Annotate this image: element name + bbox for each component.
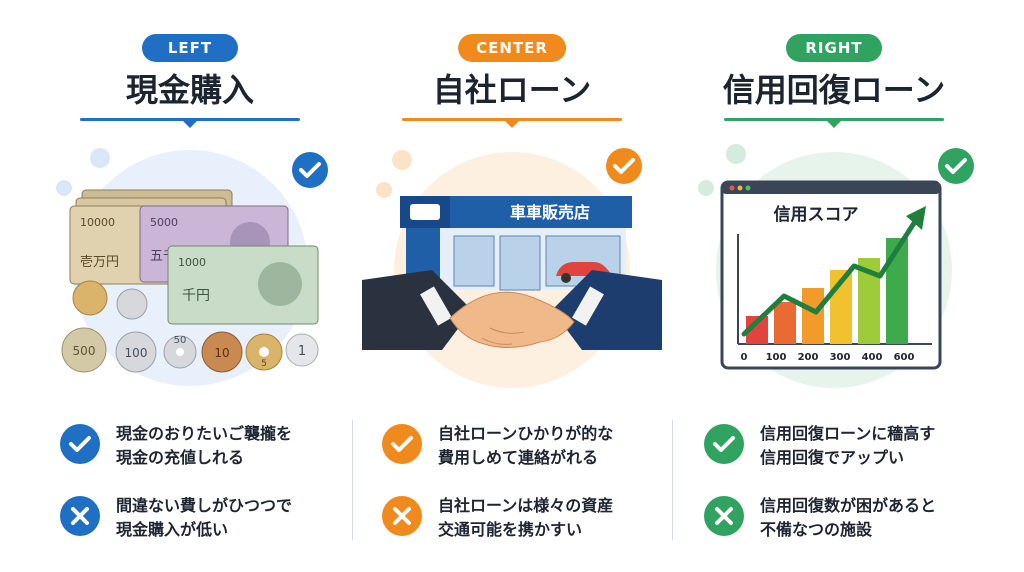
check-badge-icon [606, 148, 642, 184]
tag-left: LEFT [142, 34, 238, 62]
item-text: 自社ローンは様々の資産 交通可能を携かすい [438, 494, 658, 542]
list-item: 自社ローンひかりが的な 費用しめて連絡がれる [382, 418, 662, 482]
note-5000-value: 5000 [150, 216, 178, 229]
tag-right: RIGHT [786, 34, 882, 62]
item-line: 信用回復数が困があると [760, 496, 937, 515]
list-item: 現金のおりたいご襲攏を 現金の充値しれる [60, 418, 340, 482]
item-line: 現金購入が低い [116, 520, 229, 539]
check-icon [382, 424, 422, 464]
item-text: 現金のおりたいご襲攏を 現金の充値しれる [116, 422, 336, 470]
list-item: 間違ない費しがひつつで 現金購入が低い [60, 490, 340, 554]
note-1000-value: 1000 [178, 256, 206, 269]
pros-cons-right: 信用回復ローンに穡高す 信用回復でアップい 信用回復数が困があると 不備なつの施… [704, 418, 984, 562]
browser-window: 信用スコア 0 100 200 300 400 600 [720, 180, 942, 370]
tick-label: 300 [830, 352, 851, 363]
tick-label: 0 [741, 352, 748, 363]
handshake [362, 270, 662, 350]
pros-cons-center: 自社ローンひかりが的な 費用しめて連絡がれる 自社ローンは様々の資産 交通可能を… [382, 418, 662, 562]
column-divider [352, 420, 353, 540]
pros-cons-left: 現金のおりたいご襲攏を 現金の充値しれる 間違ない費しがひつつで 現金購入が低い [60, 418, 340, 562]
cross-icon [704, 496, 744, 536]
note-1000-word: 千円 [182, 288, 210, 304]
coin-10: 10 [214, 346, 229, 360]
dealership-illustration: 車車販売店 [362, 138, 662, 400]
coin-5: 5 [261, 359, 267, 369]
tick-label: 600 [894, 352, 915, 363]
coin-100: 100 [125, 346, 148, 360]
note-10000-word: 壱万円 [80, 255, 119, 270]
item-line: 現金の充値しれる [116, 448, 245, 467]
check-icon [704, 424, 744, 464]
divider-right [724, 118, 944, 121]
cross-icon [382, 496, 422, 536]
column-divider [672, 420, 673, 540]
note-10000-value: 10000 [80, 216, 115, 229]
column-right: RIGHT 信用回復ローン 信用スコア [684, 0, 984, 572]
item-line: 信用回復でアップい [760, 448, 905, 467]
title-right: 信用回復ローン [722, 71, 946, 109]
coin-500: 500 [73, 344, 96, 358]
cash-illustration: 10000 壱万円 5000 五千円 1000 千円 5 [40, 138, 340, 400]
title-left: 現金購入 [125, 71, 254, 109]
coin-1: 1 [298, 344, 306, 359]
item-line: 現金のおりたいご襲攏を [116, 424, 293, 443]
tick-label: 400 [862, 352, 883, 363]
check-badge-icon [292, 152, 328, 188]
check-badge-icon [938, 148, 974, 184]
item-text: 自社ローンひかりが的な 費用しめて連絡がれる [438, 422, 658, 470]
chart-ticks: 0 100 200 300 400 600 [741, 352, 915, 363]
divider-center [402, 118, 622, 121]
list-item: 信用回復数が困があると 不備なつの施設 [704, 490, 984, 554]
list-item: 自社ローンは様々の資産 交通可能を携かすい [382, 490, 662, 554]
column-center: CENTER 自社ローン 車車販売店 [362, 0, 662, 572]
divider-left [80, 118, 300, 121]
item-line: 交通可能を携かすい [438, 520, 583, 539]
item-line: 自社ローンは様々の資産 [438, 496, 614, 515]
tick-label: 200 [798, 352, 819, 363]
tick-label: 100 [766, 352, 787, 363]
coin-50: 50 [174, 335, 187, 346]
item-line: 信用回復ローンに穡高す [760, 424, 936, 443]
item-line: 不備なつの施設 [760, 520, 873, 539]
item-text: 間違ない費しがひつつで 現金購入が低い [116, 494, 336, 542]
column-left: LEFT 現金購入 10000 壱万円 5000 五千円 [40, 0, 340, 572]
banknote-1000: 1000 千円 [167, 245, 319, 325]
title-center: 自社ローン [432, 71, 592, 109]
cross-icon [60, 496, 100, 536]
list-item: 信用回復ローンに穡高す 信用回復でアップい [704, 418, 984, 482]
tag-center: CENTER [458, 34, 566, 62]
shop-sign-text: 車車販売店 [510, 203, 590, 222]
item-line: 自社ローンひかりが的な [438, 424, 614, 443]
item-text: 信用回復ローンに穡高す 信用回復でアップい [760, 422, 980, 470]
coin-row: 500 100 50 10 5 1 [61, 327, 319, 373]
chart-title: 信用スコア [774, 204, 859, 225]
item-line: 間違ない費しがひつつで [116, 496, 293, 515]
check-icon [60, 424, 100, 464]
credit-score-illustration: 信用スコア 0 100 200 300 400 600 [684, 138, 984, 400]
item-text: 信用回復数が困があると 不備なつの施設 [760, 494, 980, 542]
item-line: 費用しめて連絡がれる [438, 448, 599, 467]
